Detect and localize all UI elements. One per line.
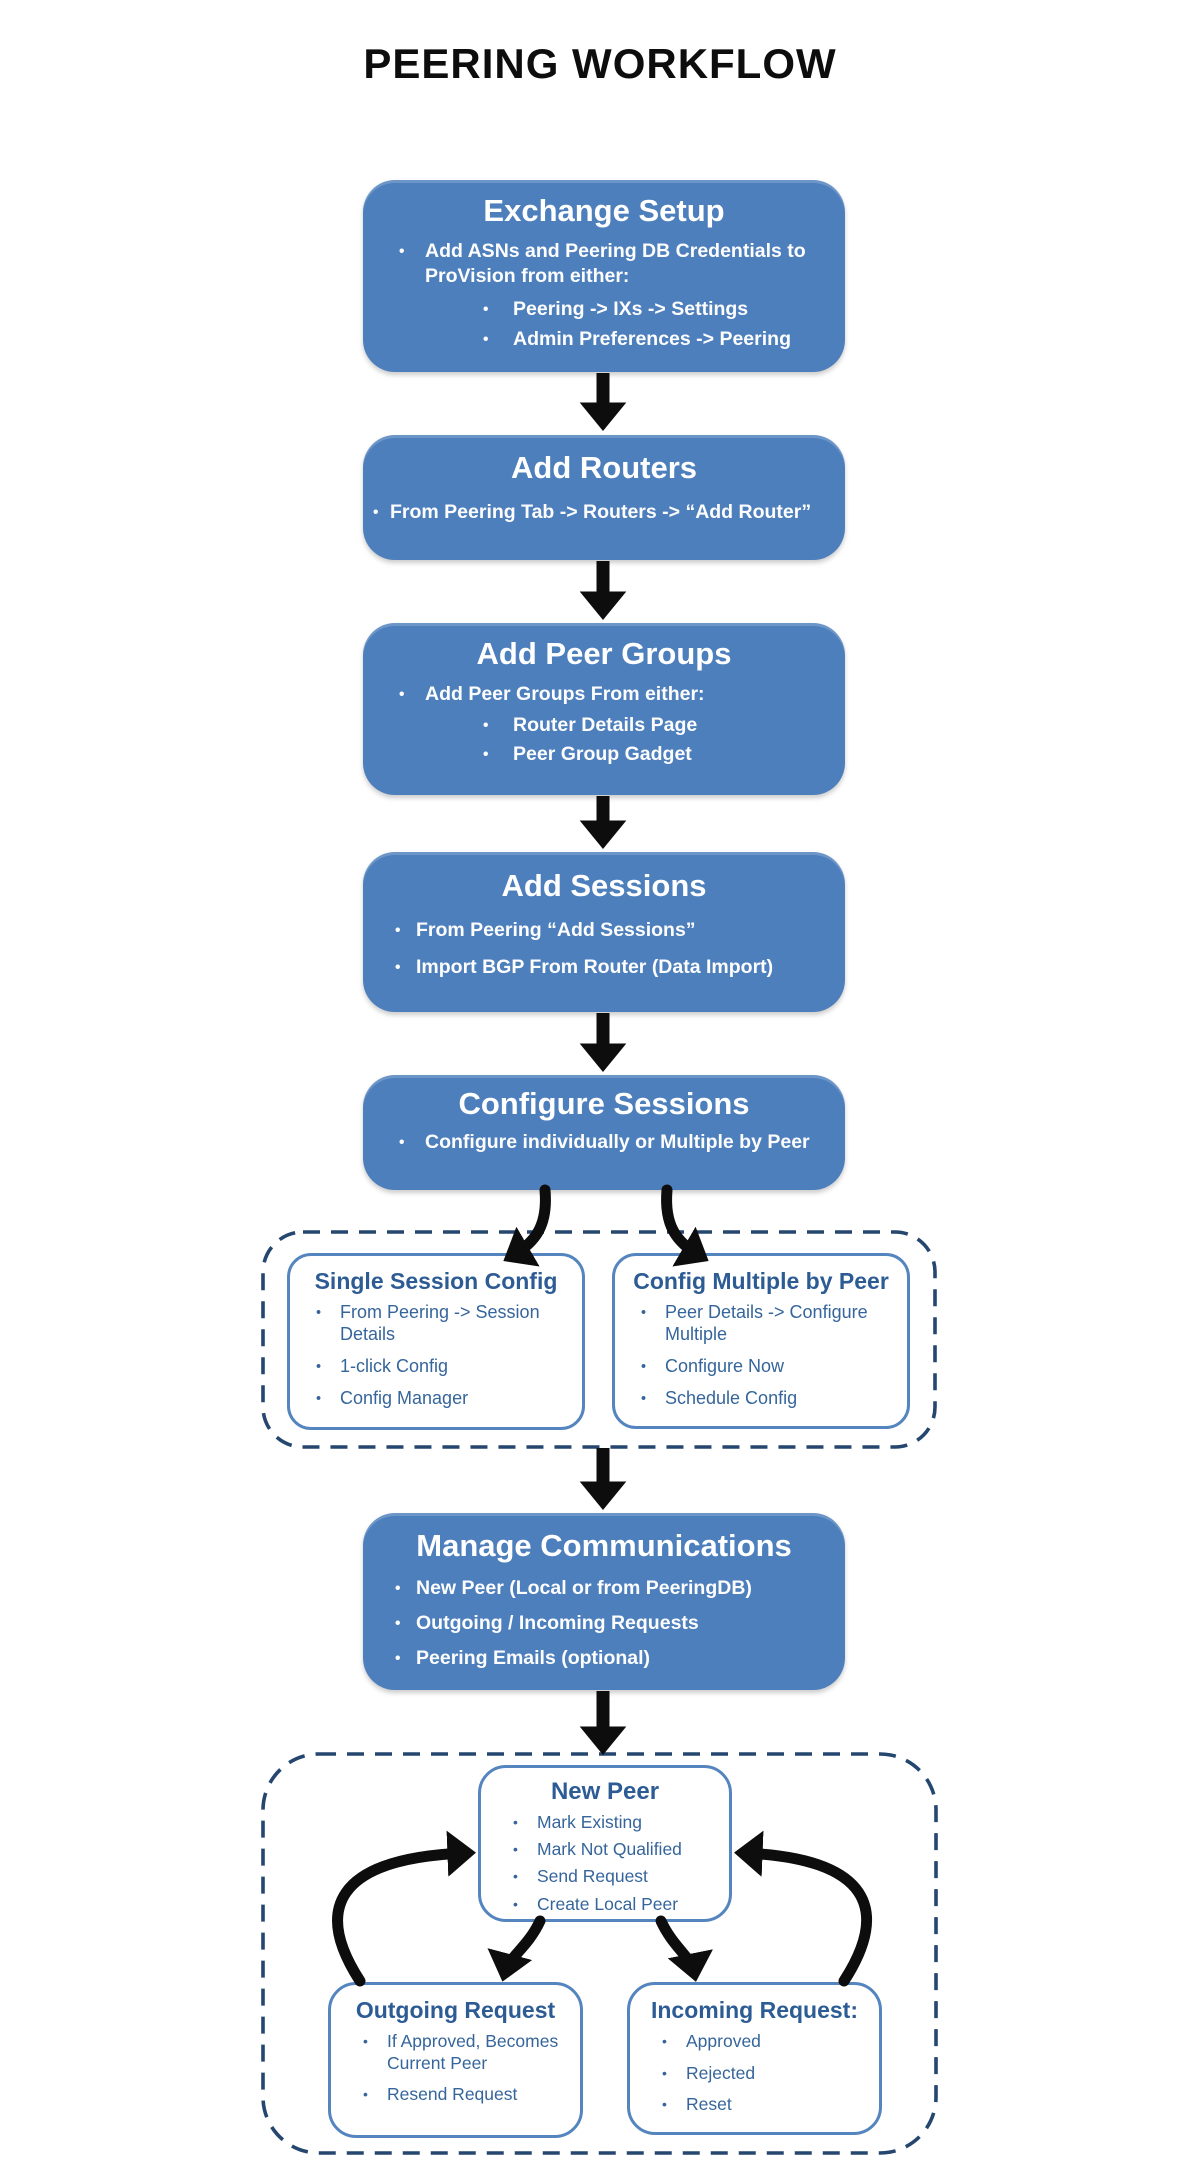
bullet-item: Add Peer Groups From either:: [363, 682, 845, 708]
bullet-item: 1-click Config: [290, 1356, 582, 1378]
outline-box-bullet-list: From Peering -> Session Details 1-click …: [290, 1302, 582, 1410]
outline-box-config-multiple-by-peer: Config Multiple by Peer Peer Details -> …: [612, 1253, 910, 1429]
flow-box-bullet-list: From Peering Tab -> Routers -> “Add Rout…: [363, 500, 845, 526]
outline-box-bullet-list: Peer Details -> Configure Multiple Confi…: [615, 1302, 907, 1410]
outline-box-title: New Peer: [550, 1778, 660, 1805]
bullet-item: Outgoing / Incoming Requests: [363, 1611, 845, 1637]
flow-box-bullet-list: Add ASNs and Peering DB Credentials to P…: [363, 239, 845, 353]
flow-box-add-routers: Add Routers From Peering Tab -> Routers …: [363, 435, 845, 560]
arrow-incoming-to-new-peer: [733, 1830, 872, 1987]
bullet-item: Mark Not Qualified: [481, 1839, 729, 1861]
bullet-item: From Peering Tab -> Routers -> “Add Rout…: [363, 500, 845, 526]
sub-bullet-item: Router Details Page: [363, 713, 845, 739]
outline-box-bullet-list: Approved Rejected Reset: [630, 2031, 879, 2116]
bullet-item: Create Local Peer: [481, 1894, 729, 1916]
arrow-configure-to-single-session: [503, 1184, 551, 1267]
flow-box-title: Exchange Setup: [483, 193, 725, 228]
sub-bullet-item: Peer Group Gadget: [363, 742, 845, 768]
bullet-item: Reset: [630, 2094, 879, 2116]
bullet-item: Config Manager: [290, 1388, 582, 1410]
arrow-outgoing-to-new-peer: [332, 1830, 477, 1987]
bullet-item: Add ASNs and Peering DB Credentials to P…: [363, 239, 823, 290]
flow-box-bullet-list: Add Peer Groups From either: Router Deta…: [363, 682, 845, 769]
flow-box-title: Add Sessions: [501, 868, 707, 903]
outline-box-single-session-config: Single Session Config From Peering -> Se…: [287, 1253, 585, 1430]
bullet-item: Rejected: [630, 2063, 879, 2085]
sub-bullet-item: Peering -> IXs -> Settings: [363, 297, 845, 323]
outline-box-title: Single Session Config: [314, 1268, 558, 1294]
outline-box-bullet-list: If Approved, Becomes Current Peer Resend…: [331, 2031, 580, 2106]
bullet-item: Mark Existing: [481, 1812, 729, 1834]
bullet-item: Schedule Config: [615, 1388, 907, 1410]
flow-box-bullet-list: New Peer (Local or from PeeringDB) Outgo…: [363, 1576, 845, 1673]
bullet-item: Configure Now: [615, 1356, 907, 1378]
sub-bullet-item: Admin Preferences -> Peering: [363, 327, 845, 353]
flow-box-add-sessions: Add Sessions From Peering “Add Sessions”…: [363, 852, 845, 1012]
flow-box-title: Add Routers: [511, 450, 697, 485]
flow-box-add-peer-groups: Add Peer Groups Add Peer Groups From eit…: [363, 623, 845, 795]
arrow-new-peer-to-outgoing: [487, 1915, 546, 1982]
flow-box-bullet-list: Configure individually or Multiple by Pe…: [363, 1130, 845, 1156]
outline-box-title: Outgoing Request: [355, 1997, 556, 2023]
bullet-item: Send Request: [481, 1866, 729, 1888]
bullet-item: Peering Emails (optional): [363, 1646, 845, 1672]
flow-box-title: Configure Sessions: [458, 1086, 750, 1121]
outline-box-new-peer: New Peer Mark Existing Mark Not Qualifie…: [478, 1765, 732, 1922]
bullet-item: New Peer (Local or from PeeringDB): [363, 1576, 845, 1602]
bullet-item: Approved: [630, 2031, 879, 2053]
outline-box-outgoing-request: Outgoing Request If Approved, Becomes Cu…: [328, 1982, 583, 2138]
flow-box-manage-communications: Manage Communications New Peer (Local or…: [363, 1513, 845, 1690]
outline-box-bullet-list: Mark Existing Mark Not Qualified Send Re…: [481, 1812, 729, 1916]
bullet-item: From Peering -> Session Details: [290, 1302, 570, 1346]
flow-box-exchange-setup: Exchange Setup Add ASNs and Peering DB C…: [363, 180, 845, 372]
bullet-item: Configure individually or Multiple by Pe…: [363, 1130, 845, 1156]
outline-box-incoming-request: Incoming Request: Approved Rejected Rese…: [627, 1982, 882, 2135]
flow-box-title: Add Peer Groups: [476, 636, 732, 671]
arrow-configure-to-multiple-by-peer: [661, 1184, 709, 1267]
bullet-item: Resend Request: [331, 2084, 580, 2106]
flow-box-configure-sessions: Configure Sessions Configure individuall…: [363, 1075, 845, 1190]
bullet-item: If Approved, Becomes Current Peer: [331, 2031, 579, 2074]
outline-box-title: Config Multiple by Peer: [633, 1268, 889, 1294]
arrow-new-peer-to-incoming: [655, 1915, 713, 1982]
page-title: PEERING WORKFLOW: [363, 40, 837, 87]
bullet-item: Peer Details -> Configure Multiple: [615, 1302, 895, 1346]
flow-box-title: Manage Communications: [416, 1528, 792, 1563]
bullet-item: Import BGP From Router (Data Import): [363, 955, 845, 981]
outline-box-title: Incoming Request:: [650, 1997, 858, 2023]
bullet-item: From Peering “Add Sessions”: [363, 918, 845, 944]
flow-box-bullet-list: From Peering “Add Sessions” Import BGP F…: [363, 918, 845, 981]
